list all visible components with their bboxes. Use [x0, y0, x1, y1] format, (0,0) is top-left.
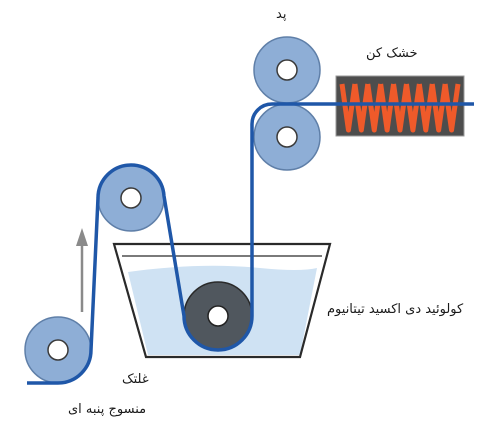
heater-coils	[339, 83, 461, 133]
dryer-heater	[335, 75, 465, 137]
pad-label: پد	[276, 7, 287, 22]
pad-roller-top	[253, 36, 321, 104]
colloid-label: کولوئید دی اکسید تیتانیوم	[327, 302, 464, 317]
roller-bottom-left	[24, 316, 92, 384]
fabric-path	[27, 102, 474, 385]
dryer-label: خشک کن	[366, 46, 418, 61]
roller-label: غلتک	[122, 372, 149, 387]
fabric-label: منسوج پنبه ای	[68, 402, 147, 417]
heater-coil-zigzag	[339, 83, 461, 133]
pad-roller-bottom	[253, 103, 321, 171]
direction-arrow	[76, 228, 88, 312]
